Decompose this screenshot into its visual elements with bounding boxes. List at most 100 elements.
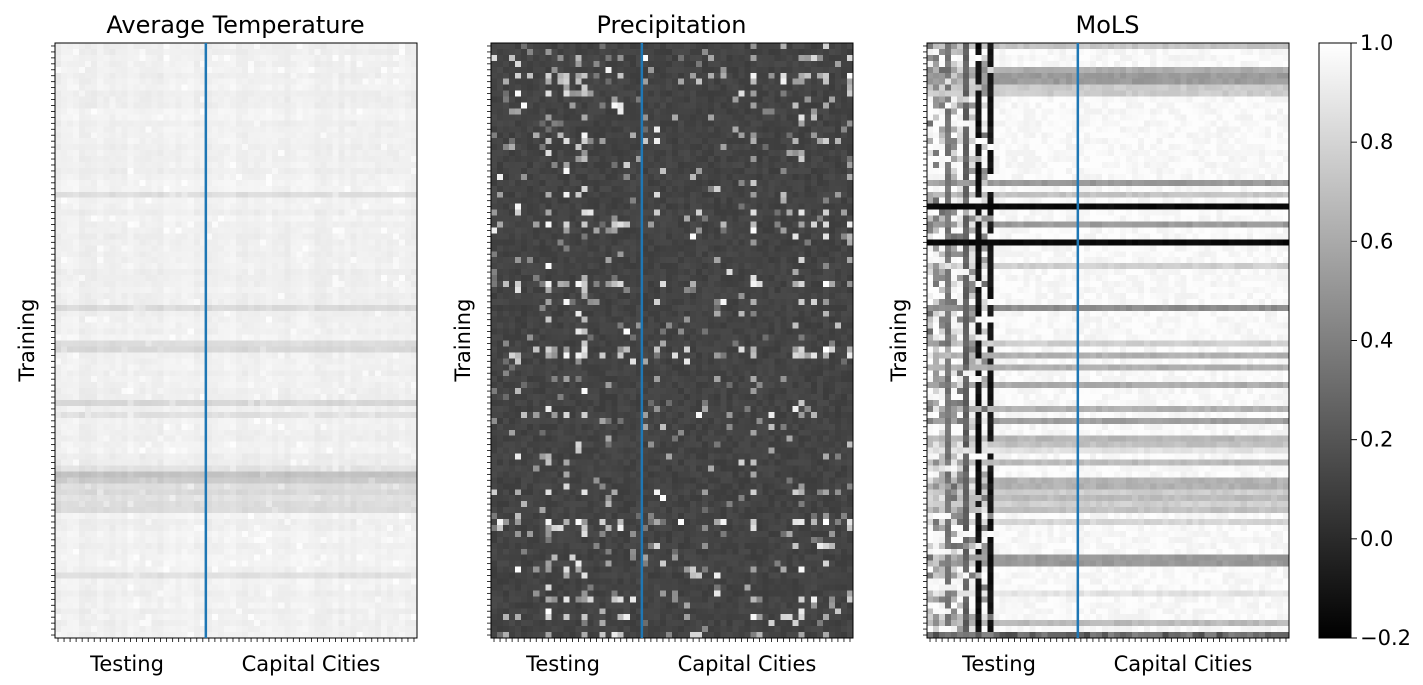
heatmap-cell (266, 364, 273, 371)
heatmap-cell (103, 132, 110, 139)
heatmap-cell (290, 150, 297, 157)
heatmap-cell (398, 519, 406, 526)
heatmap-cell (392, 429, 400, 437)
heatmap-cell (91, 43, 98, 50)
heatmap-cell (181, 465, 189, 472)
heatmap-cell (211, 495, 219, 502)
heatmap-cell (187, 78, 195, 86)
heatmap-cell (121, 167, 128, 175)
heatmap-cell (290, 257, 297, 264)
heatmap-cell (127, 126, 135, 133)
heatmap-cell (374, 60, 382, 68)
heatmap-cell (320, 132, 328, 139)
heatmap-cell (205, 400, 213, 407)
heatmap-cell (139, 239, 147, 246)
heatmap-cell (85, 334, 92, 342)
heatmap-cell (284, 334, 291, 342)
heatmap-cell (338, 269, 346, 276)
heatmap-cell (73, 441, 80, 449)
heatmap-cell (181, 483, 189, 490)
heatmap-cell (229, 233, 237, 240)
heatmap-cell (356, 167, 364, 175)
heatmap-cell (326, 382, 334, 389)
heatmap-cell (290, 102, 297, 110)
heatmap-cell (242, 346, 249, 353)
heatmap-cell (181, 358, 189, 365)
heatmap-cell (398, 304, 406, 312)
heatmap-cell (127, 191, 135, 199)
heatmap-cell (392, 394, 400, 401)
heatmap-cell (103, 102, 110, 110)
heatmap-cell (211, 275, 219, 282)
heatmap-cell (55, 209, 62, 217)
heatmap-cell (67, 388, 74, 395)
heatmap-cell (115, 459, 122, 467)
heatmap-cell (242, 66, 249, 74)
heatmap-cell (302, 286, 309, 294)
heatmap-cell (338, 78, 346, 86)
heatmap-cell (97, 221, 104, 229)
heatmap-cell (332, 292, 340, 300)
heatmap-cell (103, 376, 110, 383)
heatmap-cell (290, 346, 297, 353)
heatmap-cell (127, 400, 135, 407)
heatmap-cell (175, 227, 183, 234)
heatmap-cell (266, 120, 273, 127)
heatmap-cell (284, 144, 291, 151)
heatmap-cell (242, 138, 249, 145)
heatmap-cell (410, 358, 418, 365)
heatmap-cell (109, 54, 116, 62)
heatmap-cell (157, 364, 165, 371)
heatmap-cell (380, 417, 388, 425)
heatmap-cell (362, 507, 370, 514)
heatmap-cell (260, 423, 267, 431)
heatmap-cell (350, 263, 358, 270)
heatmap-cell (109, 43, 116, 50)
heatmap-cell (404, 108, 412, 115)
heatmap-cell (181, 394, 189, 401)
heatmap-cell (193, 405, 201, 413)
heatmap-cell (356, 72, 364, 80)
heatmap-cell (296, 459, 303, 467)
heatmap-cell (151, 150, 159, 157)
heatmap-cell (151, 441, 159, 449)
heatmap-cell (187, 197, 195, 205)
heatmap-cell (115, 298, 122, 306)
heatmap-cell (193, 156, 201, 163)
heatmap-cell (199, 185, 207, 193)
heatmap-cell (73, 263, 80, 270)
heatmap-cell (157, 179, 165, 187)
heatmap-cell (151, 239, 159, 246)
heatmap-cell (308, 477, 316, 484)
heatmap-cell (67, 275, 74, 282)
heatmap-cell (392, 316, 400, 324)
heatmap-cell (229, 382, 237, 389)
heatmap-cell (79, 126, 86, 133)
heatmap-cell (85, 221, 92, 229)
heatmap-cell (151, 483, 159, 490)
heatmap-cell (386, 382, 394, 389)
heatmap-cell (169, 156, 177, 163)
heatmap-cell (97, 126, 104, 133)
heatmap-cell (302, 519, 309, 526)
heatmap-cell (151, 435, 159, 443)
heatmap-cell (211, 459, 219, 467)
heatmap-cell (266, 84, 273, 92)
heatmap-cell (217, 447, 225, 455)
heatmap-cell (242, 179, 249, 187)
heatmap-cell (187, 215, 195, 223)
heatmap-cell (175, 173, 183, 181)
heatmap-cell (302, 370, 309, 377)
heatmap-cell (229, 185, 237, 193)
heatmap-cell (91, 346, 98, 353)
heatmap-cell (260, 447, 267, 455)
heatmap-cell (302, 340, 309, 348)
heatmap-cell (296, 269, 303, 276)
heatmap-cell (199, 304, 207, 312)
heatmap-cell (217, 126, 225, 133)
heatmap-cell (121, 370, 128, 377)
heatmap-cell (338, 197, 346, 205)
heatmap-cell (193, 203, 201, 211)
heatmap-cell (139, 197, 147, 205)
heatmap-cell (127, 66, 135, 74)
